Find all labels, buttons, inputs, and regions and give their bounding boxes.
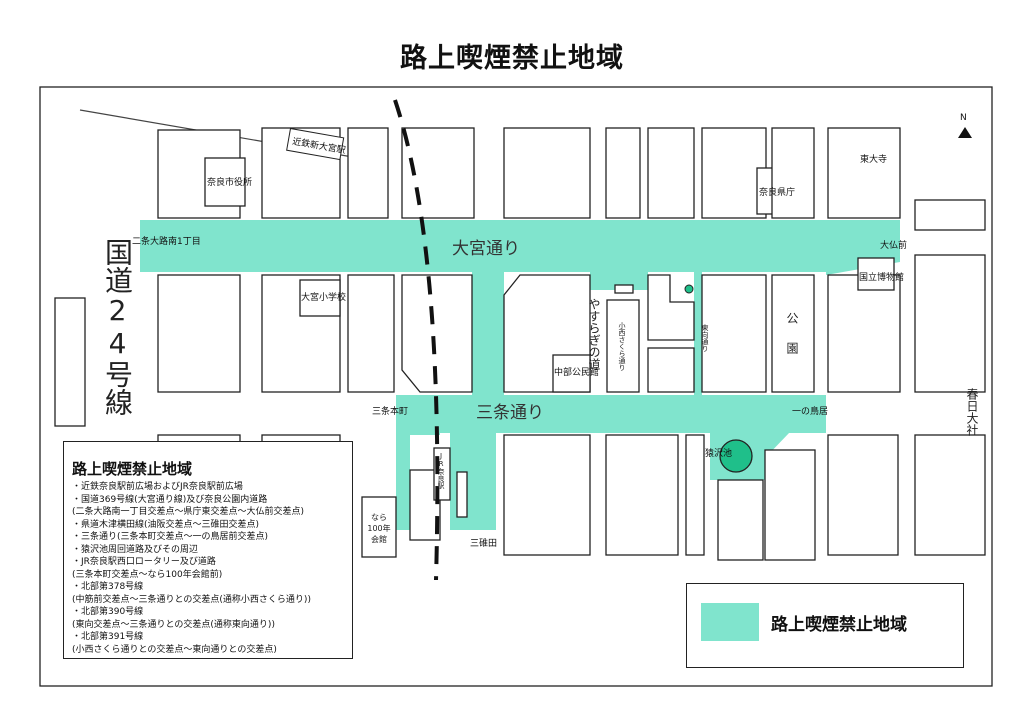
small-pond-icon <box>684 284 694 294</box>
jr-station-label: JR奈良駅 <box>437 452 445 489</box>
daibutsumae-label: 大仏前 <box>880 239 907 251</box>
higashimuki-label: 東向通り <box>701 324 709 352</box>
map-legend: 路上喫煙禁止地域 <box>686 583 964 668</box>
nijo-label: 二条大路南1丁目 <box>132 235 201 247</box>
sarusawa-pond <box>719 439 753 473</box>
zone-list-heading: 路上喫煙禁止地域 <box>72 460 193 478</box>
zone-list-item: (三条本町交差点～なら100年会館前) <box>72 569 223 580</box>
mitsuda-label: 三碓田 <box>470 537 497 549</box>
zone-list-item: ・県道木津横田線(油阪交差点～三碓田交差点) <box>72 519 260 530</box>
zone-list-item: ・北部第390号線 <box>72 607 144 617</box>
map-frame <box>39 86 993 687</box>
zone-list-item: ・国道369号線(大宮通り線)及び奈良公園内道路 <box>72 494 268 505</box>
museum-label: 国立博物館 <box>859 271 904 283</box>
route24-label: 国道24号線 <box>101 238 134 416</box>
zone-list-item: (東向交差点～三条通りとの交差点(通称東向通り)) <box>72 619 275 630</box>
north-arrow-icon <box>958 127 972 138</box>
zone-list-item: (小西さくら通りとの交差点～東向通りとの交差点) <box>72 644 277 655</box>
todaiji-label: 東大寺 <box>860 153 887 165</box>
zone-swatch <box>701 603 759 641</box>
sanjo-dori-label: 三条通り <box>476 403 544 423</box>
jr-line <box>393 99 440 581</box>
zone-list-item: ・近鉄奈良駅前広場およびJR奈良駅前広場 <box>72 482 243 492</box>
omiya-school-label: 大宮小学校 <box>301 291 346 303</box>
zone-list-item: ・猿沢池周回道路及びその周辺 <box>72 544 199 555</box>
zone-list-item: ・北部第378号線 <box>72 582 144 592</box>
city-hall-label: 奈良市役所 <box>207 176 252 188</box>
nara100-label: なら100年会館 <box>367 513 391 544</box>
zone-list-item: ・JR奈良駅西口ロータリー及び道路 <box>72 557 216 567</box>
yasuragi-label: やすらぎの道 <box>587 298 601 370</box>
konishi-label: 小西さくら通り <box>618 322 626 371</box>
sanjo-honmachi-label: 三条本町 <box>372 405 408 417</box>
pref-office-label: 奈良県庁 <box>759 186 795 198</box>
ichinotorii-label: 一の鳥居 <box>792 405 828 417</box>
park-label: 公園 <box>785 312 799 372</box>
chubu-hall-label: 中部公民館 <box>554 366 599 378</box>
zone-legend-label: 路上喫煙禁止地域 <box>771 615 907 635</box>
zone-list-item: ・北部第391号線 <box>72 632 144 642</box>
kasuga-label: 春日大社 <box>965 388 979 436</box>
zone-list-item: (中筋前交差点～三条通りとの交差点(通称小西さくら通り)) <box>72 594 311 605</box>
omiya-dori-label: 大宮通り <box>452 239 520 259</box>
zone-list-panel: 路上喫煙禁止地域 ・近鉄奈良駅前広場およびJR奈良駅前広場 ・国道369号線(大… <box>63 441 353 659</box>
north-label: N <box>960 113 967 123</box>
zone-list-item: (二条大路南一丁目交差点～県庁東交差点～大仏前交差点) <box>72 507 305 517</box>
sarusawa-label: 猿沢池 <box>705 447 732 459</box>
zone-list-item: ・三条通り(三条本町交差点～一の鳥居前交差点) <box>72 532 269 542</box>
map-title: 路上喫煙禁止地域 <box>400 43 624 74</box>
